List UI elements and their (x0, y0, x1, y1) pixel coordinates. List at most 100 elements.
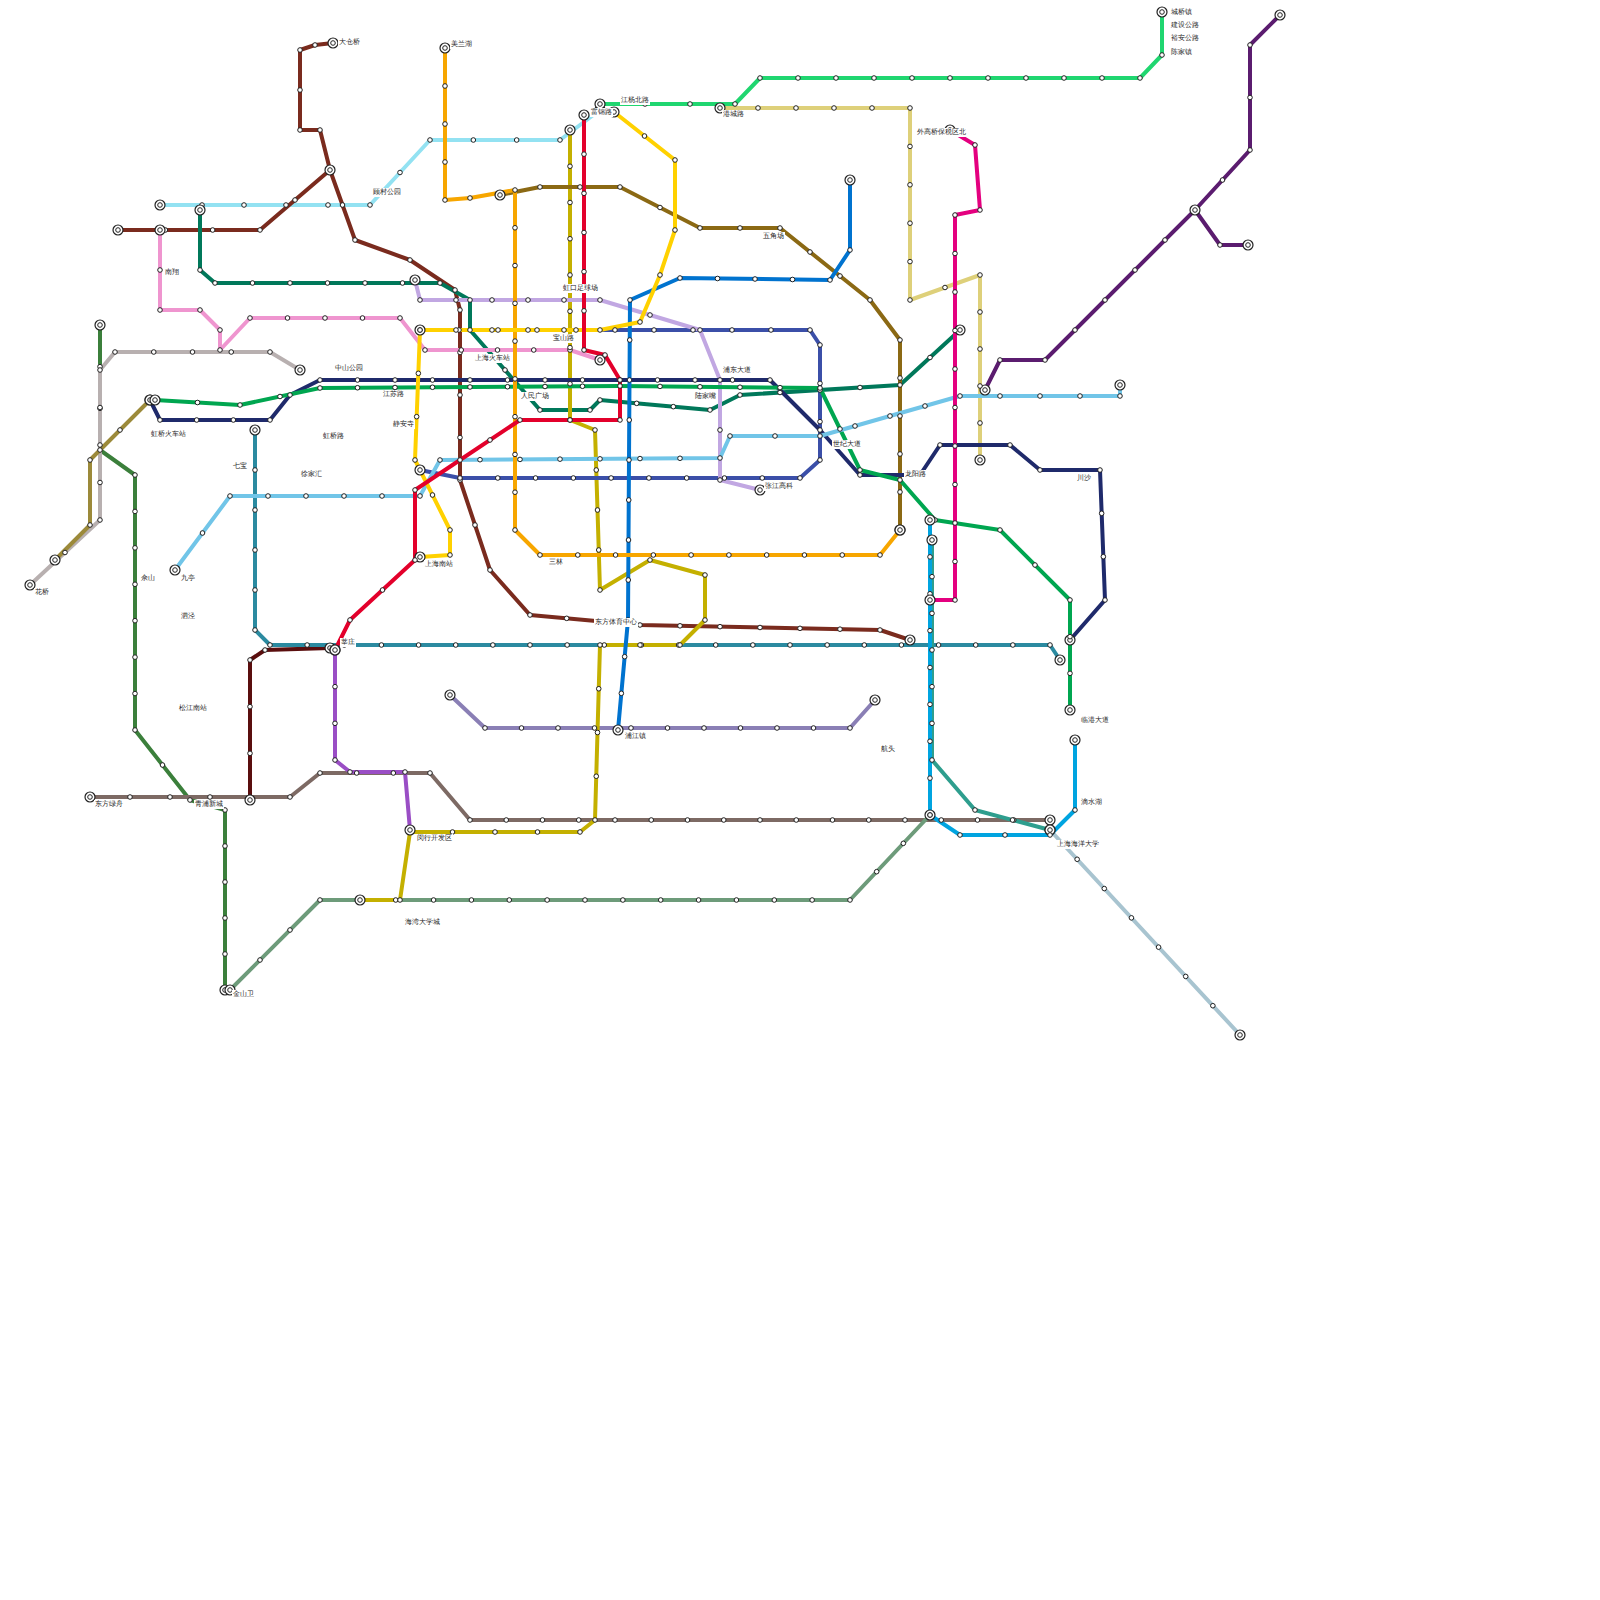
interchange-ring (1275, 10, 1285, 20)
station-dot (248, 316, 253, 321)
station-name: 静安寺 (392, 420, 415, 429)
interchange-ring (925, 810, 935, 820)
interchange-ring (155, 225, 165, 235)
station-dot (655, 378, 660, 383)
station-dot (613, 818, 618, 823)
station-dot (318, 386, 323, 391)
station-dot (1218, 243, 1223, 248)
station-dot (231, 418, 236, 423)
station-dot (568, 418, 573, 423)
metro-line (200, 210, 960, 410)
station-dot (543, 384, 548, 389)
station-dot (688, 102, 693, 107)
station-dot (930, 721, 935, 726)
station-dot (1248, 43, 1253, 48)
interchange-ring (925, 515, 935, 525)
station-name: 富锦路 (590, 108, 613, 117)
station-dot (753, 277, 758, 282)
station-dot (430, 385, 435, 390)
station-dot (575, 553, 580, 558)
station-dot (198, 268, 203, 273)
station-dot (953, 444, 958, 449)
station-dot (958, 328, 963, 333)
station-name: 上海南站 (424, 560, 454, 569)
station-dot (98, 405, 103, 410)
station-name: 江杨北路 (620, 96, 650, 105)
station-dot (1068, 671, 1073, 676)
station-dot (598, 328, 603, 333)
station-dot (578, 830, 583, 835)
station-dot (868, 298, 873, 303)
station-dot (379, 643, 384, 648)
station-name: 顾村公园 (372, 188, 402, 197)
station-dot (598, 358, 603, 363)
station-dot (1068, 708, 1073, 713)
station-dot (618, 384, 623, 389)
station-dot (98, 480, 103, 485)
station-dot (721, 818, 726, 823)
station-dot (651, 553, 656, 558)
station-dot (794, 106, 799, 111)
station-dot (928, 555, 933, 560)
station-name: 世纪大道 (832, 440, 862, 449)
metro-line (600, 12, 1162, 104)
station-dot (1048, 818, 1053, 823)
station-dot (431, 898, 436, 903)
interchange-ring (150, 395, 160, 405)
station-dot (1278, 13, 1283, 18)
interchange-ring (1115, 380, 1125, 390)
station-dot (158, 418, 163, 423)
station-dot (413, 458, 418, 463)
station-dot (380, 494, 385, 499)
station-dot (98, 518, 103, 523)
station-dot (116, 228, 121, 233)
station-dot (305, 643, 310, 648)
station-dot (930, 648, 935, 653)
station-name: 松江南站 (178, 704, 208, 713)
station-dot (368, 203, 373, 208)
station-dot (718, 456, 723, 461)
station-dot (1183, 974, 1188, 979)
station-dot (454, 328, 459, 333)
station-dot (528, 613, 533, 618)
station-dot (764, 553, 769, 558)
station-name: 浦江镇 (624, 732, 647, 741)
station-dot (333, 721, 338, 726)
station-dot (873, 698, 878, 703)
station-dot (866, 818, 871, 823)
station-dot (318, 128, 323, 133)
station-dot (478, 457, 483, 462)
station-dot (418, 328, 423, 333)
station-dot (505, 378, 510, 383)
interchange-ring (1045, 815, 1055, 825)
station-name: 外高桥保税区北 (916, 128, 967, 137)
station-dot (503, 368, 508, 373)
station-dot (403, 770, 408, 775)
station-dot (578, 185, 583, 190)
station-name: 川沙 (1076, 474, 1092, 483)
station-dot (778, 390, 783, 395)
station-dot (594, 774, 599, 779)
station-dot (973, 643, 978, 648)
station-dot (63, 550, 68, 555)
station-dot (1211, 1003, 1216, 1008)
station-dot (798, 476, 803, 481)
metro-line (335, 650, 410, 830)
station-dot (758, 76, 763, 81)
station-dot (671, 404, 676, 409)
station-dot (978, 384, 983, 389)
station-dot (598, 398, 603, 403)
station-dot (621, 898, 626, 903)
interchange-ring (325, 165, 335, 175)
metro-line (360, 130, 705, 900)
station-dot (738, 393, 743, 398)
interchange-ring (613, 725, 623, 735)
station-dot (648, 313, 653, 318)
station-dot (565, 643, 570, 648)
station-dot (983, 388, 988, 393)
station-dot (693, 378, 698, 383)
station-dot (133, 728, 138, 733)
station-dot (834, 76, 839, 81)
station-dot (490, 298, 495, 303)
station-dot (582, 191, 587, 196)
